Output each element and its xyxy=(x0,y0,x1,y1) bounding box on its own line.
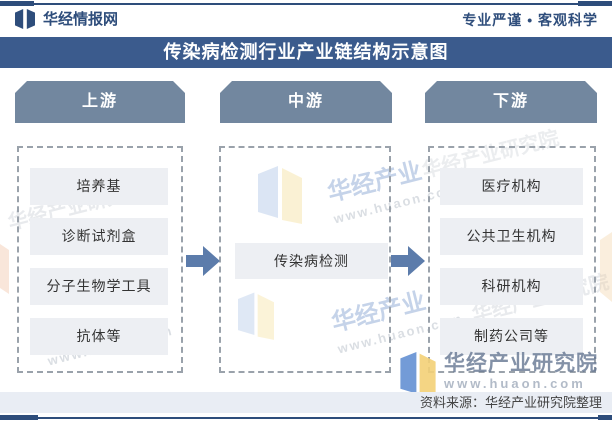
midstream-item: 传染病检测 xyxy=(235,243,388,279)
upstream-item: 培养基 xyxy=(30,168,168,205)
downstream-item: 公共卫生机构 xyxy=(440,218,583,255)
downstream-item: 医疗机构 xyxy=(440,168,583,205)
stage-header-upstream: 上游 xyxy=(15,81,185,123)
midstream-container xyxy=(219,146,391,373)
source-note: 资料来源：华经产业研究院整理 xyxy=(0,392,612,413)
downstream-item: 科研机构 xyxy=(440,268,583,305)
upstream-item: 诊断试剂盒 xyxy=(30,218,168,255)
top-edge-cap-left xyxy=(0,1,34,6)
diagram-title: 传染病检测行业产业链结构示意图 xyxy=(0,37,612,68)
watermark-edge-shape xyxy=(0,244,9,299)
watermark-edge-shape xyxy=(600,232,612,307)
top-edge-line xyxy=(0,3,612,5)
huaon-logo-watermark: 华经产业研究院 www.huaon.com xyxy=(398,352,598,400)
upstream-container xyxy=(17,146,183,373)
arrow-right-icon xyxy=(391,246,425,276)
stage-header-midstream: 中游 xyxy=(220,81,392,123)
brand-name: 华经情报网 xyxy=(43,11,119,28)
site-slogan: 专业严谨 • 客观科学 xyxy=(462,12,598,28)
upstream-item: 抗体等 xyxy=(30,318,168,355)
arrow-right-icon xyxy=(186,246,220,276)
brand-logo-icon xyxy=(14,8,36,29)
stage-header-downstream: 下游 xyxy=(425,81,597,123)
top-edge-cap-right xyxy=(578,1,612,6)
downstream-container xyxy=(428,146,596,373)
logo-url-text: www.huaon.com xyxy=(444,376,586,391)
logo-name-text: 华经产业研究院 xyxy=(444,352,598,375)
site-brand: 华经情报网 xyxy=(14,8,118,29)
upstream-item: 分子生物学工具 xyxy=(30,268,168,305)
bottom-edge-cap-right xyxy=(598,415,612,420)
bottom-edge-line xyxy=(0,417,612,419)
bottom-edge-cap-left xyxy=(0,415,38,420)
book-logo-icon xyxy=(398,352,438,400)
downstream-item: 制药公司等 xyxy=(440,318,583,355)
